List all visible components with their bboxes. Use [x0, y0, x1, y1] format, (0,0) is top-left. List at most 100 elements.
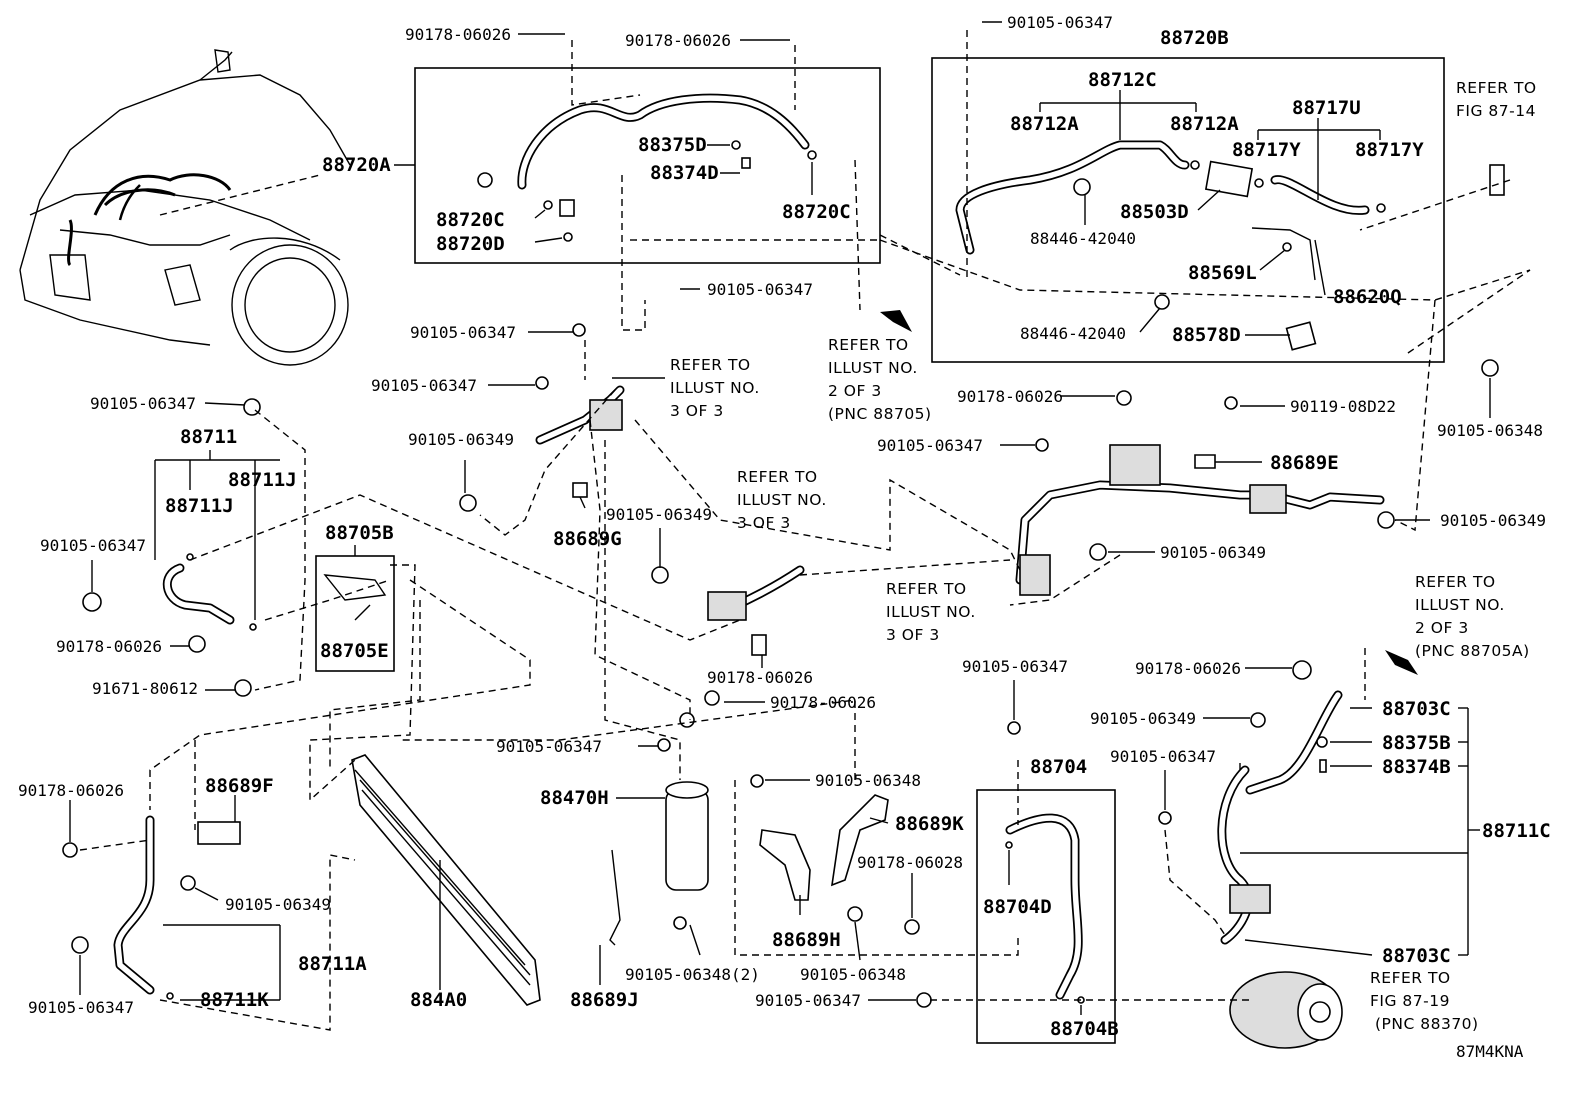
vehicle-front-illustration [19, 49, 351, 366]
label-88569L: 88569L [1188, 262, 1257, 284]
label-88711J: 88711J [228, 469, 297, 491]
pipe-88704 [1005, 813, 1083, 1000]
label-90178-06026: 90178-06026 [957, 387, 1063, 406]
label-90105-06347: 90105-06347 [707, 280, 813, 299]
pipe-88711C [1158, 660, 1343, 945]
label-88689E: 88689E [1270, 452, 1339, 474]
label-88712C: 88712C [1088, 69, 1157, 91]
label-90105-06349: 90105-06349 [408, 430, 514, 449]
diagram-code: 87M4KNA [1456, 1042, 1524, 1061]
label-884A0: 884A0 [410, 989, 467, 1011]
label-90105-06349: 90105-06349 [606, 505, 712, 524]
reference-arrows [880, 310, 1418, 675]
note-illust-no: ILLUST NO. [670, 379, 760, 397]
label-90105-06347: 90105-06347 [40, 536, 146, 555]
label-88717U: 88717U [1292, 97, 1361, 119]
label-88374D: 88374D [650, 162, 719, 184]
label-88711K: 88711K [200, 989, 269, 1011]
label-88712A: 88712A [1010, 113, 1079, 135]
dashed-connectors [79, 30, 1531, 1031]
label-88374B: 88374B [1382, 756, 1451, 778]
label-88720D: 88720D [436, 233, 505, 255]
label-88704D: 88704D [983, 896, 1052, 918]
note-3-of-3: 3 OF 3 [886, 626, 940, 644]
group-box-88720B [931, 57, 1445, 363]
label-90178-06026: 90178-06026 [1135, 659, 1241, 678]
note-refer-to: REFER TO [670, 356, 751, 374]
label-90105-06348-2: 90105-06348(2) [625, 965, 760, 984]
pipe-88717U [1270, 175, 1370, 215]
label-88689F: 88689F [205, 775, 274, 797]
vehicle-leader-line [159, 174, 321, 216]
bracket-88689H [759, 829, 811, 901]
label-88703C: 88703C [1382, 945, 1451, 967]
label-90178-06026: 90178-06026 [770, 693, 876, 712]
label-90119-08D22: 90119-08D22 [1290, 397, 1396, 416]
label-88704B: 88704B [1050, 1018, 1119, 1040]
label-88711J: 88711J [165, 495, 234, 517]
note-illust-no: ILLUST NO. [828, 359, 918, 377]
label-90105-06349: 90105-06349 [225, 895, 331, 914]
label-88446-42040: 88446-42040 [1030, 229, 1136, 248]
part-labels: 90178-06026 90178-06026 88720A 88375D 88… [18, 13, 1551, 1061]
label-90178-06026: 90178-06026 [405, 25, 511, 44]
label-88711: 88711 [180, 426, 237, 448]
compressor [1229, 971, 1343, 1049]
hub-pipe-assembly [1015, 164, 1505, 596]
note-refer-to: REFER TO [886, 580, 967, 598]
label-88717Y: 88717Y [1355, 139, 1424, 161]
label-88470H: 88470H [540, 787, 609, 809]
label-88705E: 88705E [320, 640, 389, 662]
label-88705B: 88705B [325, 522, 394, 544]
pipe-88711 [162, 563, 235, 625]
note-pnc-88705: (PNC 88705) [828, 405, 932, 423]
label-88689H: 88689H [772, 929, 841, 951]
label-90105-06348: 90105-06348 [800, 965, 906, 984]
label-88375B: 88375B [1382, 732, 1451, 754]
label-90105-06347: 90105-06347 [28, 998, 134, 1017]
pipe-88720A [517, 93, 810, 190]
note-illust-no: ILLUST NO. [1415, 596, 1505, 614]
label-88720A: 88720A [322, 154, 391, 176]
note-refer-to: REFER TO [1415, 573, 1496, 591]
group-box-88704 [976, 789, 1116, 1044]
note-fig-87-14: FIG 87-14 [1456, 102, 1536, 120]
label-88503D: 88503D [1120, 201, 1189, 223]
note-refer-to: REFER TO [828, 336, 909, 354]
label-90105-06347: 90105-06347 [410, 323, 516, 342]
label-90178-06028: 90178-06028 [857, 853, 963, 872]
label-88720B: 88720B [1160, 27, 1229, 49]
valve-assembly-center [459, 323, 625, 512]
label-88720C: 88720C [782, 201, 851, 223]
label-90105-06348: 90105-06348 [1437, 421, 1543, 440]
note-3-of-3: 3 OF 3 [670, 402, 724, 420]
note-refer-to: REFER TO [1370, 969, 1451, 987]
note-refer-to: REFER TO [1456, 79, 1537, 97]
receiver-88470H [609, 712, 709, 946]
label-90178-06026: 90178-06026 [625, 31, 731, 50]
label-88578D: 88578D [1172, 324, 1241, 346]
label-90178-06026: 90178-06026 [707, 668, 813, 687]
pipe-88711A [113, 815, 155, 995]
label-90105-06349: 90105-06349 [1440, 511, 1546, 530]
note-fig-87-19: FIG 87-19 [1370, 992, 1450, 1010]
valve-assembly-88689 [651, 565, 805, 706]
note-2-of-3: 2 OF 3 [828, 382, 882, 400]
note-illust-no: ILLUST NO. [886, 603, 976, 621]
label-88375D: 88375D [638, 134, 707, 156]
note-pnc-88370: (PNC 88370) [1375, 1015, 1479, 1033]
label-90178-06026: 90178-06026 [56, 637, 162, 656]
label-88689G: 88689G [553, 528, 622, 550]
label-88711A: 88711A [298, 953, 367, 975]
note-refer-to: REFER TO [737, 468, 818, 486]
label-88446-42040: 88446-42040 [1020, 324, 1126, 343]
label-90105-06347: 90105-06347 [755, 991, 861, 1010]
label-88712A: 88712A [1170, 113, 1239, 135]
label-90105-06347: 90105-06347 [496, 737, 602, 756]
label-88703C: 88703C [1382, 698, 1451, 720]
label-90105-06349: 90105-06349 [1160, 543, 1266, 562]
note-illust-no: ILLUST NO. [737, 491, 827, 509]
label-90105-06347: 90105-06347 [90, 394, 196, 413]
label-90105-06348: 90105-06348 [815, 771, 921, 790]
